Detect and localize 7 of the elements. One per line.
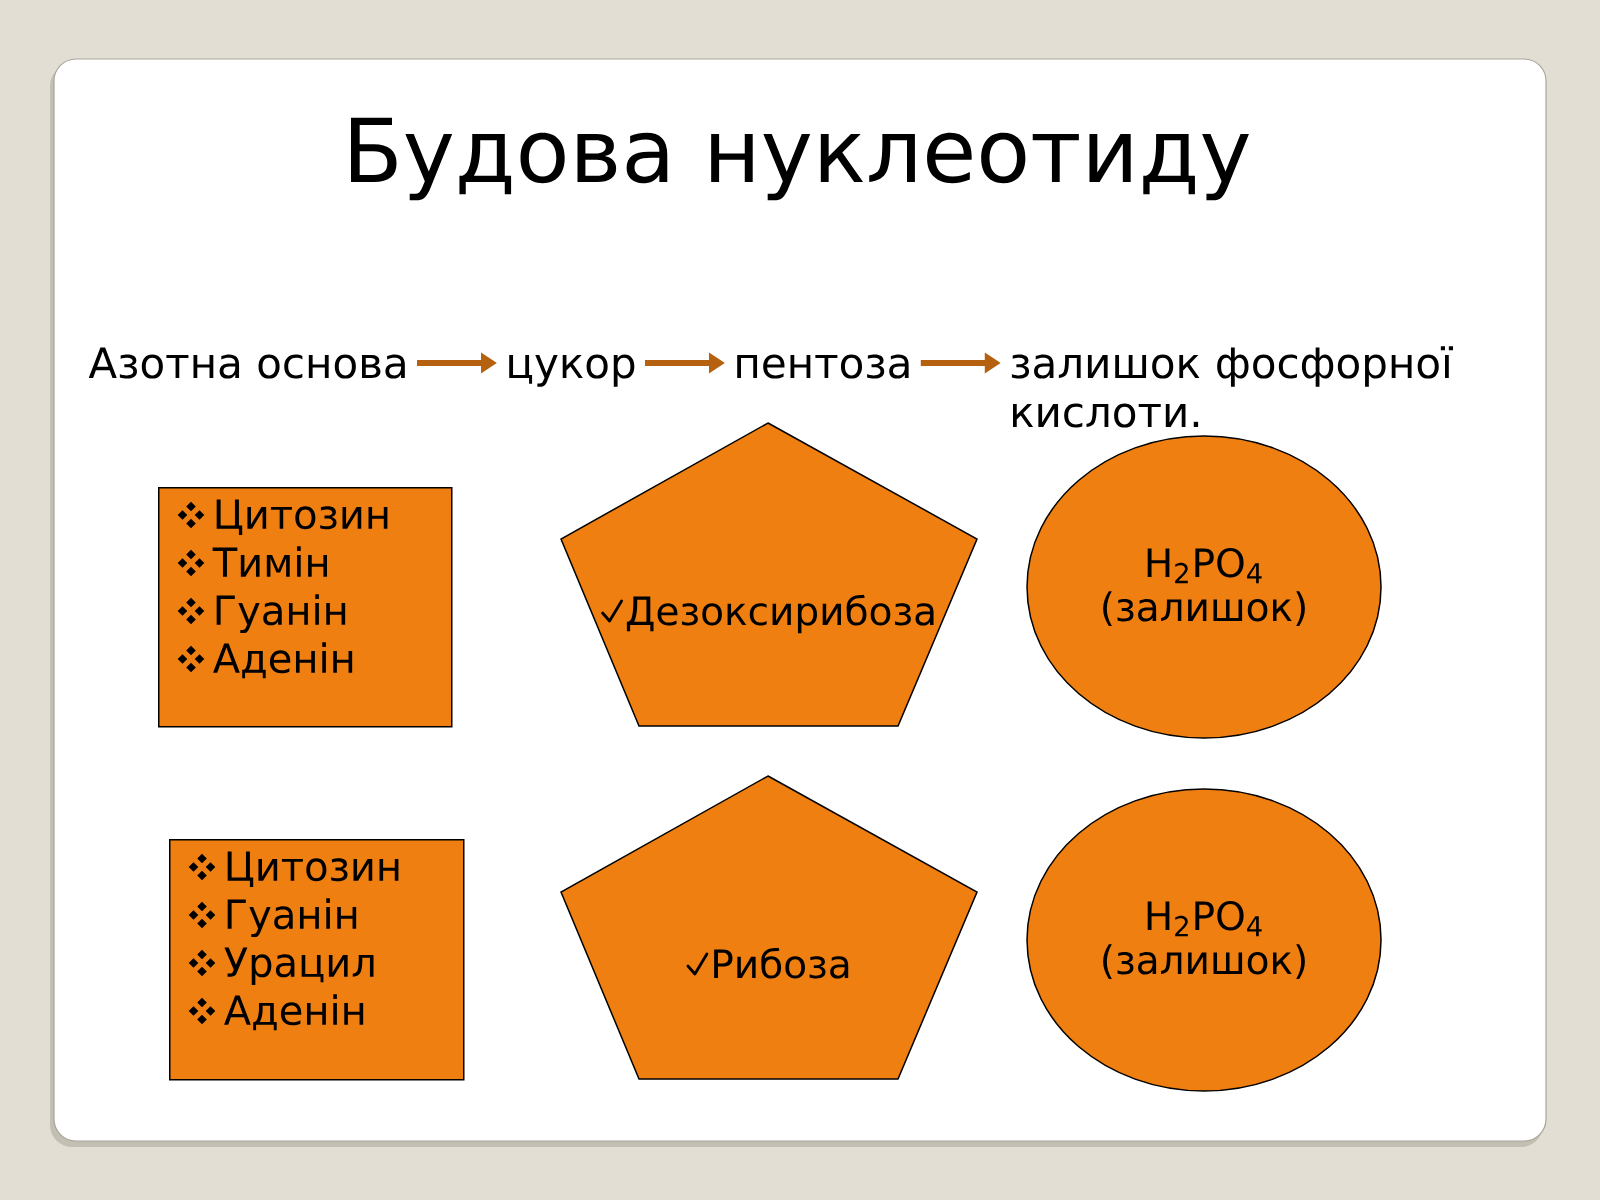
term-label: Азотна основа	[88, 347, 405, 379]
list-box: Цитозин Тимін Гуанін Аденін	[158, 487, 453, 728]
term-label: цукор	[509, 354, 635, 387]
title: Будова нуклеотиду	[351, 117, 1249, 201]
list-box: Цитозин Гуанін Урацил Аденін	[169, 839, 465, 1081]
term-label: пентоза	[737, 354, 909, 379]
term-label: залишок фосфорної кислоти.	[1011, 346, 1453, 428]
